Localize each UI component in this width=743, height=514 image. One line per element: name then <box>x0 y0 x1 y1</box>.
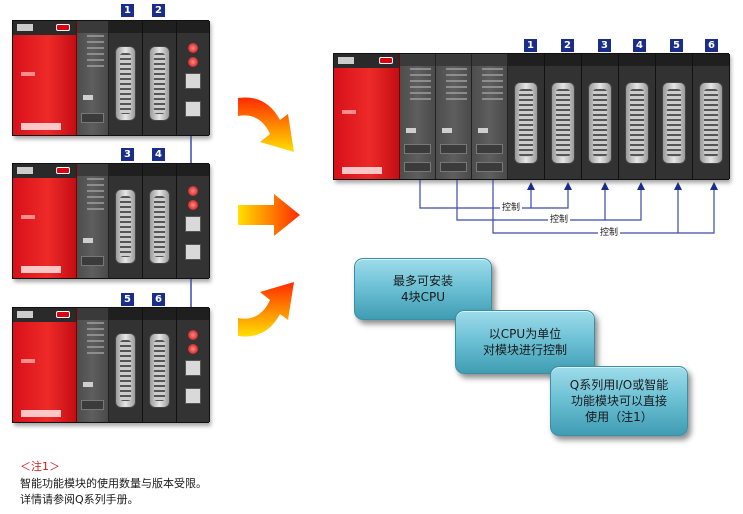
io-module <box>582 54 619 179</box>
arrow-curved-down-icon <box>238 97 294 152</box>
io-module <box>619 54 656 179</box>
note-title: ＜注1＞ <box>20 460 60 473</box>
module-badge: 4 <box>633 39 646 52</box>
feature-line: 功能模块可以直接 <box>570 394 667 408</box>
network-module <box>177 164 210 278</box>
feature-box-cpu-control: 以CPU为单位 对模块进行控制 <box>455 310 595 374</box>
feature-box-io-compat: Q系列用I/O或智能 功能模块可以直接 使用（注1） <box>550 366 688 436</box>
io-module <box>656 54 693 179</box>
power-supply-module <box>13 164 77 278</box>
arrow-curved-up-icon <box>238 282 294 337</box>
note-line: 详情请参阅Q系列手册。 <box>20 493 139 506</box>
control-label: 控制 <box>598 228 621 239</box>
module-badge: 5 <box>670 39 683 52</box>
module-badge: 5 <box>121 293 134 306</box>
module-badge: 3 <box>598 39 611 52</box>
control-label: 控制 <box>500 203 523 214</box>
module-badge: 2 <box>152 4 165 17</box>
module-badge: 1 <box>121 4 134 17</box>
power-supply-module <box>13 308 77 422</box>
plc-rack-combined <box>333 53 730 180</box>
feature-line: 以CPU为单位 <box>488 327 562 341</box>
cpu-module <box>472 54 508 179</box>
module-badge: 6 <box>152 293 165 306</box>
network-module <box>177 21 210 135</box>
feature-box-multi-cpu: 最多可安装 4块CPU <box>354 258 492 320</box>
network-module <box>177 308 210 422</box>
arrow-right-icon <box>238 194 300 236</box>
module-badge: 4 <box>152 148 165 161</box>
feature-line: 4块CPU <box>400 290 446 304</box>
plc-rack-2 <box>12 163 210 279</box>
cpu-module <box>400 54 436 179</box>
io-module <box>109 308 143 422</box>
feature-line: 使用（注1） <box>585 410 653 424</box>
feature-line: 对模块进行控制 <box>482 343 567 357</box>
module-badge: 1 <box>524 39 537 52</box>
plc-rack-1 <box>12 20 210 136</box>
note-line: 智能功能模块的使用数量与版本受限。 <box>20 477 207 490</box>
module-badge: 2 <box>561 39 574 52</box>
io-module <box>545 54 582 179</box>
cpu-module <box>77 308 109 422</box>
module-badge: 3 <box>121 148 134 161</box>
cpu-module <box>77 21 109 135</box>
power-supply-module <box>13 21 77 135</box>
feature-line: Q系列用I/O或智能 <box>569 378 669 392</box>
io-module <box>143 308 177 422</box>
feature-line: 最多可安装 <box>392 274 453 288</box>
plc-rack-3 <box>12 307 210 423</box>
io-module <box>143 21 177 135</box>
module-badge: 6 <box>705 39 718 52</box>
cpu-module <box>436 54 472 179</box>
control-label: 控制 <box>548 215 571 226</box>
io-module <box>508 54 545 179</box>
io-module <box>143 164 177 278</box>
io-module <box>109 164 143 278</box>
power-supply-module <box>334 54 400 179</box>
io-module <box>109 21 143 135</box>
cpu-module <box>77 164 109 278</box>
io-module <box>693 54 730 179</box>
